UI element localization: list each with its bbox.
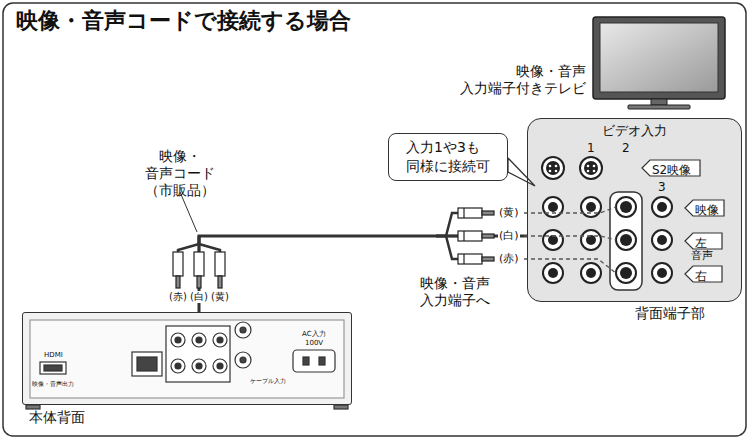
label-tab: 左 <box>684 232 723 250</box>
label-text: 100V <box>305 339 323 347</box>
label-text: (赤) <box>498 252 520 265</box>
rear-panel-fill <box>527 118 742 302</box>
label-text: 1 <box>587 141 595 155</box>
node-text: 入力1や3も 同様に接続可 <box>406 138 490 176</box>
node-text: 右 <box>684 267 711 285</box>
label-text: 映像・音声 入力端子付きテレビ <box>460 63 586 97</box>
label-text: (黄) <box>498 206 520 219</box>
rear-panel: ビデオ入力背面端子部S2映像映像左右 <box>527 118 742 302</box>
av-cable <box>199 236 527 312</box>
label-text: 2 <box>622 141 630 155</box>
label-text: (黄) <box>210 291 230 303</box>
node-text: S2映像 <box>641 161 695 179</box>
callout-box: 入力1や3も 同様に接続可 <box>388 133 508 181</box>
label-text: HDMI <box>44 351 63 359</box>
label-text: AC入力 <box>302 330 326 338</box>
recorder-illustration <box>22 312 352 409</box>
cable-tv-side <box>436 213 458 259</box>
label-tab: 右 <box>684 265 723 283</box>
plugs-tv-side <box>458 208 494 264</box>
diagram-title: 映像・音声コードで接続する場合 <box>16 8 351 34</box>
label-text: (白) <box>189 291 209 303</box>
cable-leader <box>180 192 197 232</box>
label-text: ケーブル入力 <box>250 377 286 384</box>
recorder-body: 本体背面 <box>22 312 352 405</box>
callout-tail <box>508 158 535 186</box>
label-text: (赤) <box>168 291 188 303</box>
tv-illustration <box>593 17 725 109</box>
label-tab: S2映像 <box>641 159 701 177</box>
label-text: 3 <box>658 180 666 194</box>
label-text: 音声 <box>691 249 713 262</box>
node-text: 映像 <box>684 201 723 219</box>
label-text: 映像・音声コード （市販品） <box>145 148 215 198</box>
insertion-guides <box>524 207 616 273</box>
node-text: ビデオ入力 <box>528 122 741 140</box>
outer-frame <box>3 3 746 436</box>
node-text: 本体背面 <box>29 409 85 427</box>
label-text: 映像・音声出力 <box>32 380 74 387</box>
plugs-recorder-side <box>173 252 225 288</box>
cable-recorder-side <box>178 236 220 252</box>
label-text: 映像・音声 入力端子へ <box>420 275 490 309</box>
node-text: 背面端子部 <box>635 305 705 323</box>
label-tab: 映像 <box>684 199 725 217</box>
label-text: (白) <box>498 229 520 242</box>
